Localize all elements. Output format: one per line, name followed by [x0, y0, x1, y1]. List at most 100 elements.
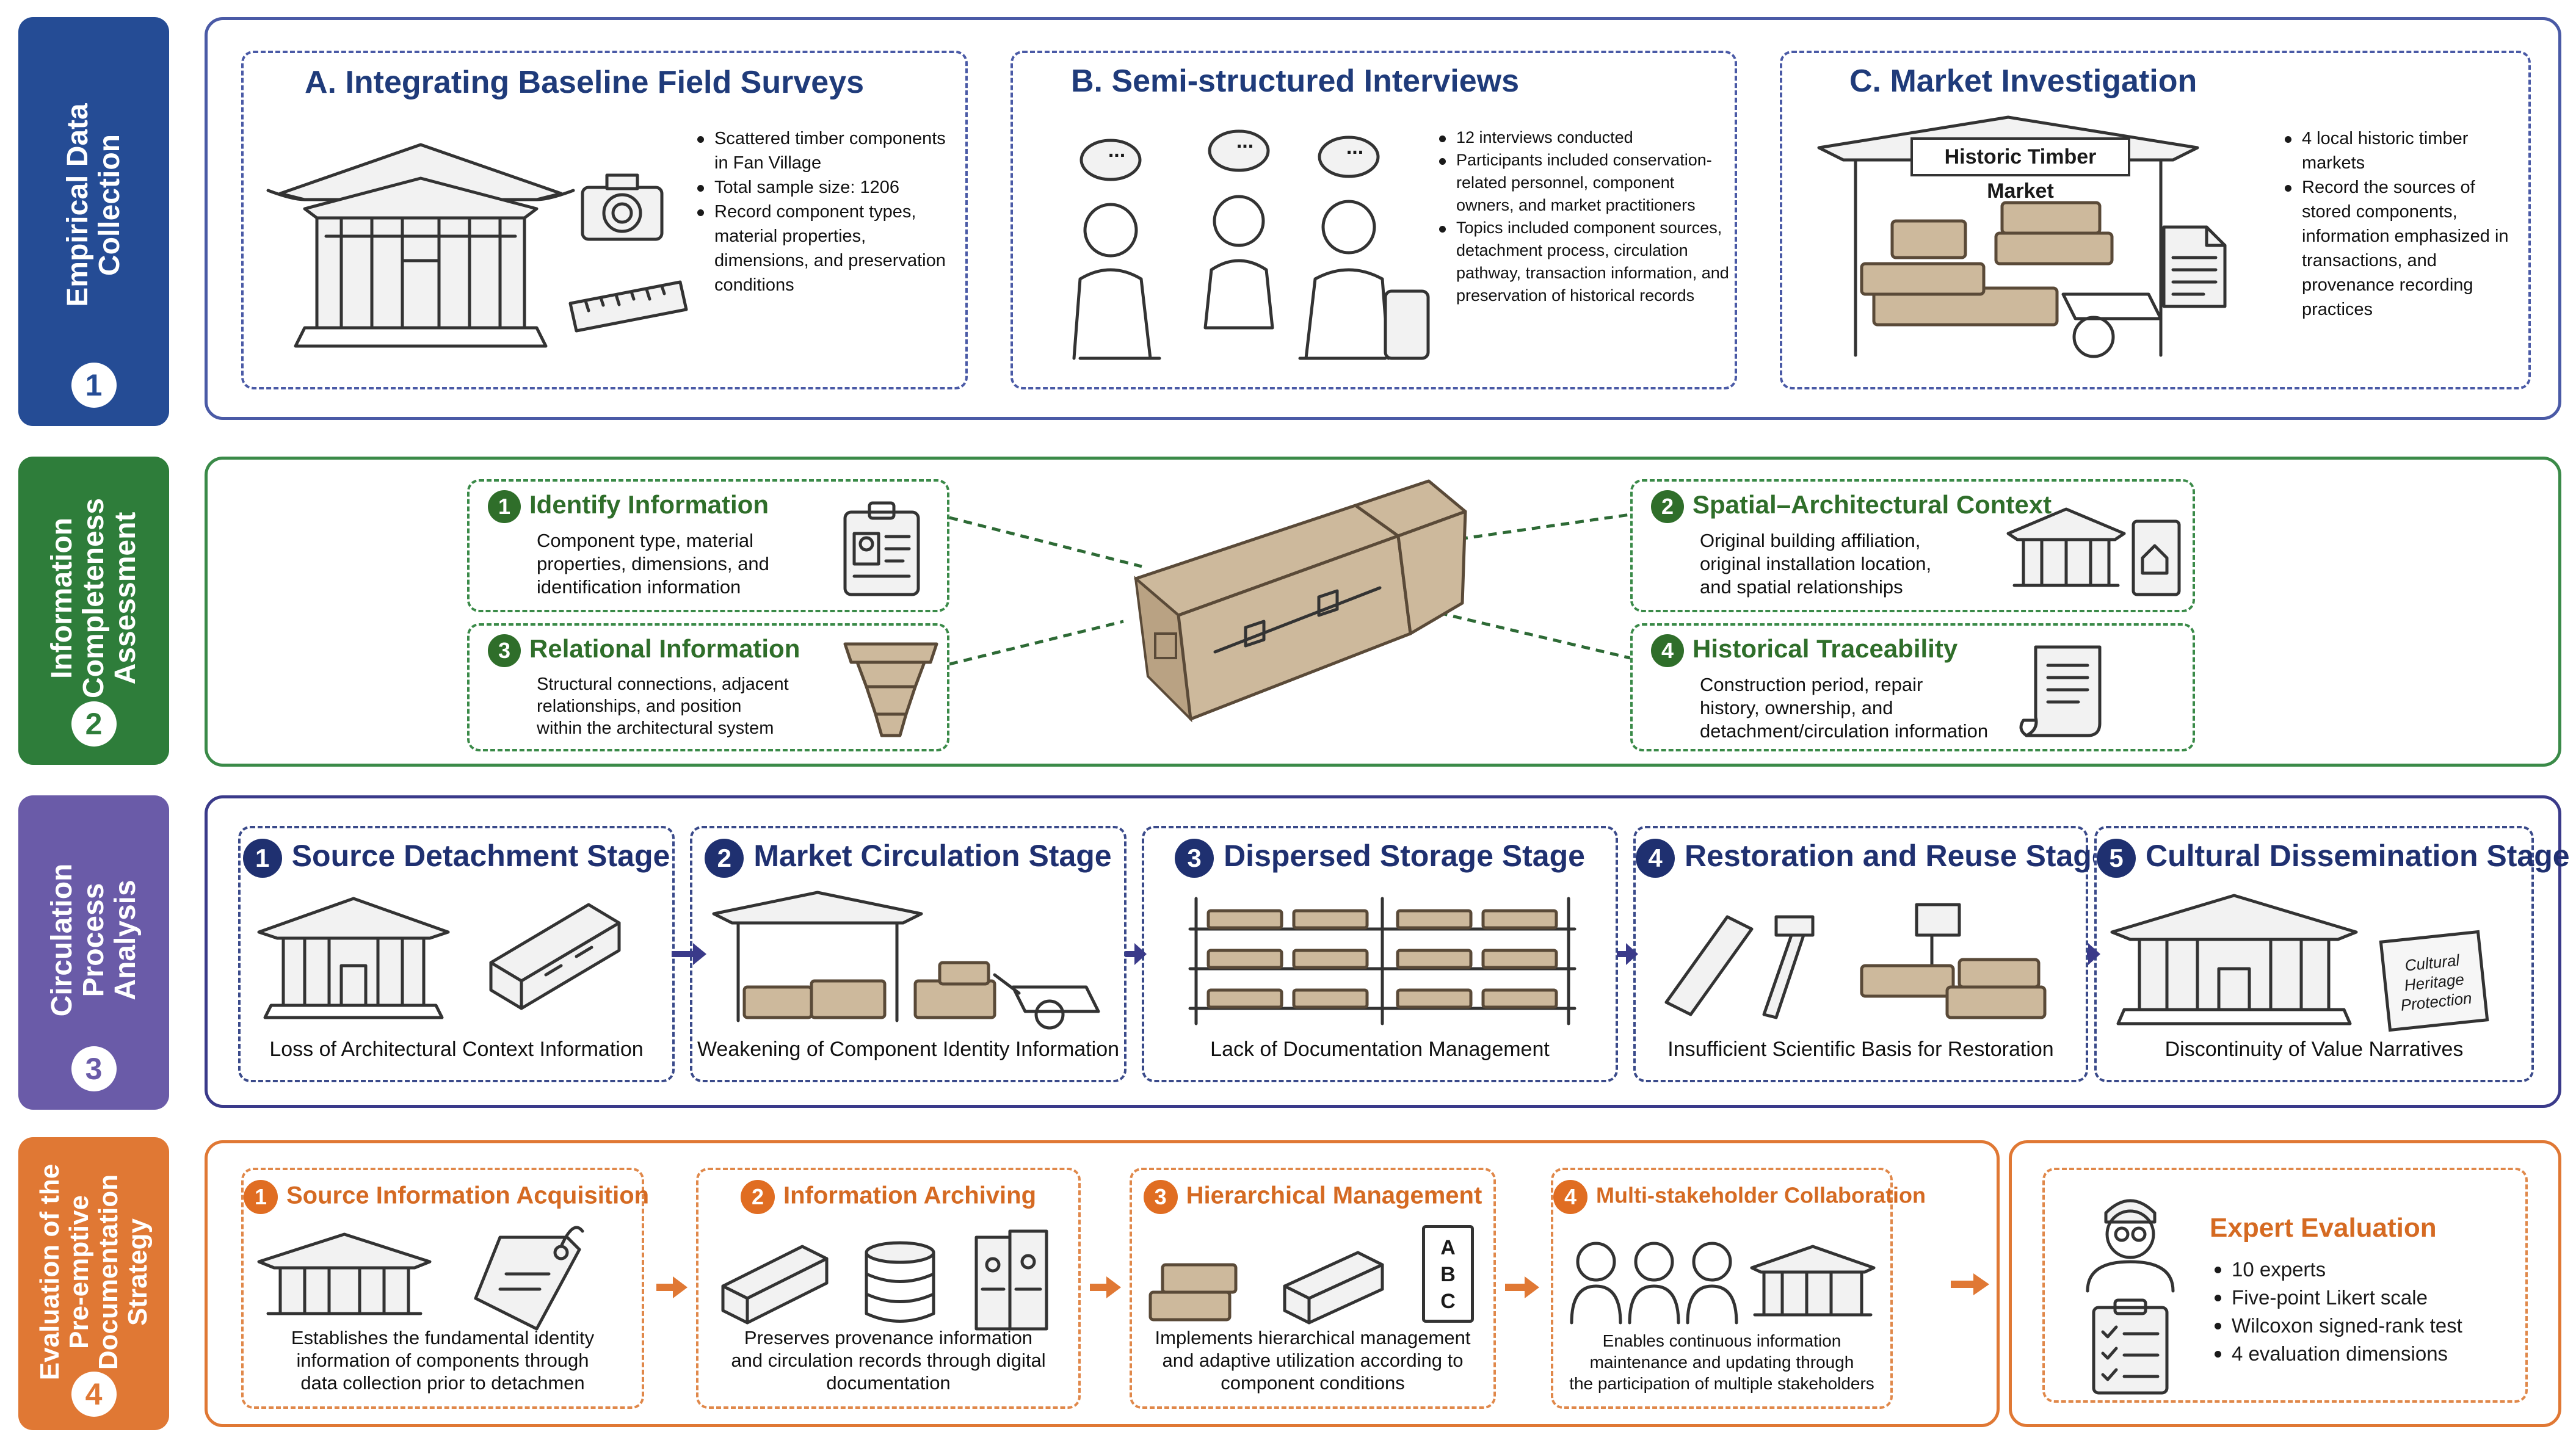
historical-desc: Construction period, repair history, own… [1700, 674, 1989, 742]
timber-stack-icon [1148, 1251, 1384, 1325]
section-4-number: 4 [71, 1372, 117, 1417]
identify-title: Identify Information [529, 490, 769, 519]
stage-1-title: Source Detachment Stage [291, 839, 670, 873]
card-historical-traceability: 4 Historical Traceability Construction pe… [1630, 623, 2195, 751]
arrow-head-4-5 [2088, 943, 2100, 965]
section-1-number: 1 [71, 363, 117, 408]
relational-desc: Structural connections, adjacent relatio… [537, 674, 789, 738]
heritage-building-icon [2110, 894, 2358, 1025]
tag-icon [474, 1226, 584, 1331]
card-source-acquisition: 1 Source Information Acquisition Establis… [241, 1168, 649, 1409]
historical-title: Historical Traceability [1693, 634, 1958, 664]
relational-number: 3 [488, 634, 521, 667]
stage-3-issue: Lack of Documentation Management [1210, 1038, 1550, 1061]
card-multi-stakeholder: 4 Multi-stakeholder Collaboration Enables… [1551, 1168, 1926, 1409]
stage-4-issue: Insufficient Scientific Basis for Restor… [1667, 1038, 2054, 1061]
field-surveys-title: A. Integrating Baseline Field Surveys [305, 65, 865, 100]
timber-beam-icon [1134, 479, 1467, 723]
spatial-number: 2 [1651, 490, 1684, 523]
identify-number: 1 [488, 490, 521, 523]
spatial-title: Spatial–Architectural Context [1693, 490, 2052, 519]
sidebar-section-4: Evaluation of the Pre-emptive Documentat… [18, 1137, 169, 1430]
section-2-label: Information Completeness Assessment [45, 498, 142, 699]
expert-title: Expert Evaluation [2210, 1213, 2437, 1243]
section-1-label: Empirical Data Collection [61, 103, 126, 307]
checklist-icon [2092, 1298, 2169, 1395]
speech-bubble-text-2: ... [1236, 129, 1254, 153]
panel-completeness: 1 Identify Information Component type, ma… [205, 457, 2561, 767]
market-list: 4 local historic timber markets Record t… [2280, 126, 2524, 322]
stage-4-number: 4 [1636, 838, 1675, 878]
panel-strategy: 1 Source Information Acquisition Establis… [205, 1140, 2000, 1427]
card-spatial-context: 2 Spatial–Architectural Context Original … [1630, 479, 2195, 612]
arrow-head-s3-s4 [1525, 1276, 1539, 1298]
strategy-2-title: Information Archiving [783, 1182, 1037, 1209]
arrow-3-4 [1617, 951, 1628, 957]
market-title: C. Market Investigation [1849, 63, 2197, 99]
scroll-icon [2019, 645, 2102, 737]
identify-desc: Component type, material properties, dim… [537, 530, 769, 598]
timber-component-icon [721, 1245, 829, 1325]
building-map-icon [2006, 507, 2181, 596]
arrow-2-3 [1125, 951, 1136, 957]
stage-3-title: Dispersed Storage Stage [1224, 839, 1585, 873]
stage-5-number: 5 [2097, 838, 2136, 878]
strategy-2-desc: Preserves provenance information and cir… [731, 1327, 1046, 1394]
stage-3-number: 3 [1175, 838, 1214, 878]
stage-1-number: 1 [242, 838, 282, 878]
strategy-4-desc: Enables continuous information maintenan… [1569, 1331, 1874, 1393]
section-3-number: 3 [71, 1046, 117, 1091]
strategy-3-number: 3 [1143, 1180, 1178, 1214]
sidebar-section-3: Circulation Process Analysis 3 [18, 795, 169, 1110]
card-identify-information: 1 Identify Information Component type, ma… [467, 479, 949, 612]
strategy-1-title: Source Information Acquisition [286, 1182, 650, 1209]
strategy-4-title: Multi-stakeholder Collaboration [1596, 1182, 1926, 1208]
connector-lines [949, 513, 1631, 666]
stage-2-number: 2 [705, 838, 744, 878]
arrow-head-3-4 [1626, 943, 1638, 965]
panel-data-collection: A. Integrating Baseline Field Surveys Sc… [205, 17, 2561, 420]
spatial-desc: Original building affiliation, original … [1700, 530, 1932, 598]
stage-2-issue: Weakening of Component Identity Informat… [697, 1038, 1120, 1061]
card-hierarchical-management: 3 Hierarchical Management A B C Implement… [1130, 1168, 1496, 1409]
historical-number: 4 [1651, 634, 1684, 667]
arrow-s3-s4 [1505, 1284, 1526, 1291]
strategy-1-number: 1 [244, 1180, 278, 1214]
stage-5-issue: Discontinuity of Value Narratives [2164, 1038, 2464, 1061]
camera-icon [581, 173, 664, 241]
interviews-list: 12 interviews conducted Participants inc… [1434, 126, 1733, 307]
interviews-title: B. Semi-structured Interviews [1071, 63, 1519, 99]
storage-shelf-icon [1188, 897, 1576, 1025]
strategy-3-title: Hierarchical Management [1186, 1182, 1482, 1209]
timber-component-icon [489, 903, 621, 1010]
card-stage-3: 3 Dispersed Storage Stage Lack of Documen… [1142, 826, 1618, 1082]
card-expert-evaluation: Expert Evaluation 10 experts Five-point … [2042, 1168, 2528, 1403]
strategy-2-number: 2 [740, 1180, 775, 1214]
stakeholders-icon [1570, 1242, 1876, 1325]
card-field-surveys: A. Integrating Baseline Field Surveys Sc… [241, 51, 968, 389]
archive-binders-icon [974, 1229, 1048, 1331]
arrow-head-2-3 [1134, 943, 1147, 965]
arrow-head-s2-s3 [1106, 1276, 1121, 1298]
strategy-3-desc: Implements hierarchical management and a… [1155, 1327, 1471, 1394]
strategy-4-number: 4 [1553, 1180, 1587, 1214]
arrow-s1-s2 [656, 1284, 675, 1291]
card-information-archiving: 2 Information Archiving Preserves provena… [696, 1168, 1081, 1409]
expert-icon [2086, 1199, 2175, 1293]
document-icon [2162, 225, 2227, 308]
arrow-head-to-expert [1973, 1273, 1989, 1295]
interview-people-icon [1072, 129, 1430, 360]
abc-book-icon: A B C [1422, 1225, 1474, 1323]
expert-list: 10 experts Five-point Likert scale Wilco… [2210, 1256, 2462, 1368]
strategy-1-desc: Establishes the fundamental identity inf… [291, 1327, 595, 1394]
ruler-icon [568, 280, 688, 333]
section-3-label: Circulation Process Analysis [45, 863, 142, 1017]
card-interviews: B. Semi-structured Interviews ... ... ..… [1010, 51, 1737, 389]
database-icon [865, 1241, 935, 1323]
stage-4-title: Restoration and Reuse Stage [1685, 839, 2109, 873]
speech-bubble-text-3: ... [1346, 136, 1364, 159]
